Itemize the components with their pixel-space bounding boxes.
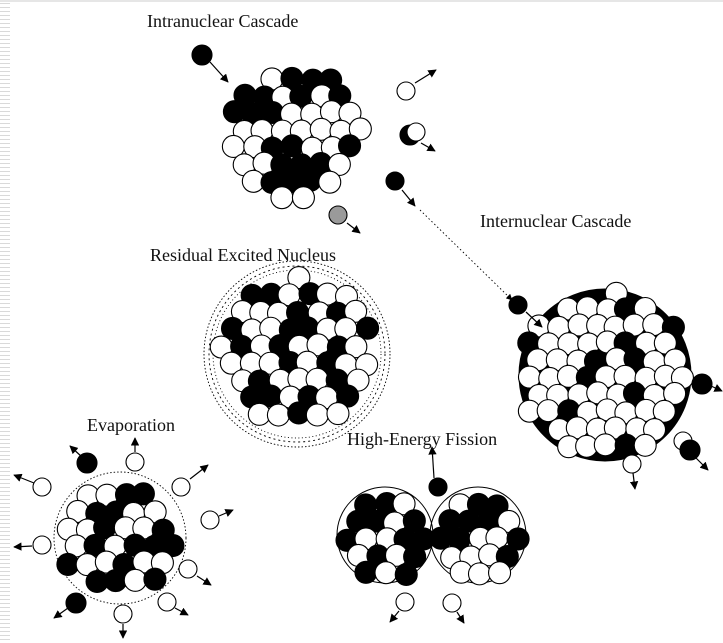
label-residual-excited-nucleus: Residual Excited Nucleus <box>150 245 336 265</box>
proton-particle <box>356 316 380 340</box>
trajectory-arrow <box>456 611 465 624</box>
trajectory-arrow <box>13 542 33 551</box>
trajectory-arrow <box>420 142 436 152</box>
trajectory-arrow <box>189 464 209 480</box>
proton-particle <box>428 477 448 497</box>
trajectory-arrow <box>53 607 69 619</box>
evaporation-halo <box>53 471 187 605</box>
trajectory-arrow <box>414 69 437 84</box>
trajectory-arrow <box>629 472 639 490</box>
neutron-particle <box>392 492 416 516</box>
excitation-halo <box>208 265 386 443</box>
proton-particle <box>394 562 418 587</box>
neutron-particle <box>318 170 342 194</box>
neutron-particle <box>266 403 290 427</box>
label-internuclear-cascade: Internuclear Cascade <box>480 211 632 231</box>
neutron-particle <box>291 186 315 210</box>
neutron-particle <box>178 559 198 579</box>
intranuclear-cascade-group <box>221 66 372 210</box>
proton-particle <box>191 44 213 66</box>
proton-particle <box>131 482 155 506</box>
neutron-particle <box>622 454 642 474</box>
proton-particle <box>161 533 185 558</box>
neutron-particle <box>652 399 676 423</box>
page-top-edge <box>0 0 723 2</box>
proton-particle <box>402 509 426 533</box>
neutron-particle <box>374 561 398 585</box>
trajectory-arrow <box>218 509 234 517</box>
page-left-margin <box>0 0 10 643</box>
internuclear-cascade-group <box>517 281 694 462</box>
trajectory-arrow <box>401 189 416 207</box>
trajectory-arrow <box>174 607 189 616</box>
trajectory-arrow <box>209 61 229 83</box>
emitted-particles <box>32 44 713 624</box>
neutron-particle <box>305 403 329 427</box>
trajectory-arrow <box>428 446 437 479</box>
proton-particle <box>65 592 87 614</box>
label-high-energy-fission: High-Energy Fission <box>347 429 498 449</box>
proton-particle <box>385 171 405 191</box>
label-intranuclear-cascade: Intranuclear Cascade <box>147 11 299 31</box>
evaporation-group <box>53 471 187 605</box>
trajectory-arrow <box>525 311 543 328</box>
neutron-particle <box>270 186 294 210</box>
trajectory-arrow <box>69 445 83 458</box>
proton-particle <box>76 452 98 474</box>
neutron-particle <box>327 152 351 176</box>
neutron-particle <box>442 593 462 613</box>
proton-particle <box>143 567 167 591</box>
neutron-particle <box>32 535 52 555</box>
proton-particle <box>506 527 530 551</box>
trajectory-arrow <box>13 473 35 484</box>
neutron-particle <box>287 266 311 290</box>
neutron-particle <box>123 568 147 592</box>
trajectory-arrow <box>389 610 400 623</box>
excitation-halo <box>203 260 391 448</box>
neutron-particle <box>344 335 368 359</box>
neutron-particle <box>467 562 492 586</box>
proton-particle <box>679 439 701 461</box>
trajectory-arrows <box>13 61 723 639</box>
neutron-particle <box>395 592 415 612</box>
proton-particle <box>508 295 528 315</box>
neutron-particle <box>157 592 177 612</box>
pion-particle <box>328 205 348 225</box>
proton-particle <box>56 552 80 576</box>
neutron-particle <box>171 477 191 497</box>
neutron-particle <box>396 81 416 101</box>
neutron-particle <box>663 381 687 406</box>
proton-particle <box>337 134 362 158</box>
label-evaporation: Evaporation <box>87 415 175 435</box>
neutron-particle <box>593 433 617 457</box>
neutron-particle <box>326 401 350 426</box>
residual-nucleus-group <box>203 260 391 448</box>
proton-particle <box>104 569 128 593</box>
neutron-particle <box>344 299 368 323</box>
proton-particle <box>354 560 378 584</box>
neutron-particle <box>32 477 52 497</box>
neutron-particle <box>406 122 426 142</box>
proton-particle <box>691 373 713 395</box>
neutron-particle <box>125 452 145 472</box>
neutron-particle <box>348 117 372 141</box>
trajectory-arrow <box>710 384 723 392</box>
neutron-particle <box>488 561 512 585</box>
fission-group <box>335 486 530 587</box>
neutron-particle <box>200 510 220 530</box>
neutron-particle <box>113 604 133 624</box>
proton-particle <box>336 384 360 408</box>
trajectory-arrow <box>196 575 212 586</box>
trajectory-arrow <box>419 209 513 301</box>
neutron-particle <box>536 399 560 423</box>
trajectory-arrow <box>695 457 709 471</box>
neutron-particle <box>633 433 657 457</box>
trajectory-arrow <box>346 222 361 234</box>
